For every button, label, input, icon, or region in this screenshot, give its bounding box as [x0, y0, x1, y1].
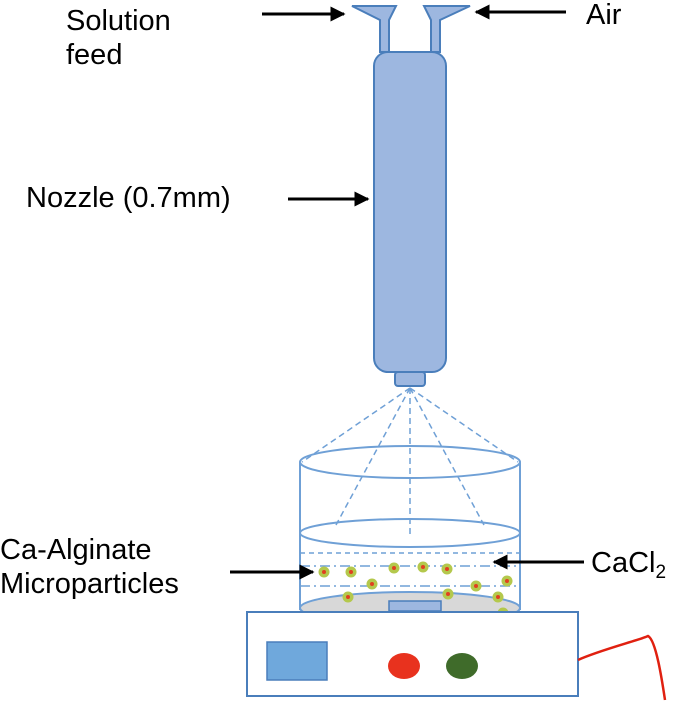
spray-cone — [301, 387, 519, 536]
microparticle — [501, 575, 513, 587]
cacl2-label-subscript: 2 — [655, 562, 667, 583]
nozzle-tip — [394, 371, 426, 387]
microparticles-label: Ca-Alginate Microparticles — [0, 533, 179, 601]
solution-feed-label: Solution feed — [66, 4, 171, 72]
microparticle — [417, 561, 429, 573]
nozzle-label: Nozzle (0.7mm) — [26, 182, 231, 214]
stirrer-display-panel — [266, 641, 328, 681]
power-cable — [577, 634, 667, 701]
microparticle — [388, 562, 400, 574]
microparticles-label-line2: Microparticles — [0, 568, 179, 600]
microparticles — [318, 561, 513, 619]
microparticle — [366, 578, 378, 590]
microparticle — [345, 566, 357, 578]
microparticle — [492, 591, 504, 603]
nozzle-body — [373, 51, 447, 373]
microparticle — [441, 563, 453, 575]
stirrer-red-knob — [388, 653, 420, 679]
cacl2-label-main: CaCl — [591, 547, 656, 579]
beaker — [299, 445, 521, 610]
label-arrows — [230, 4, 584, 580]
microparticle — [442, 588, 454, 600]
solution-inlet-funnel — [351, 5, 398, 53]
microparticle — [470, 580, 482, 592]
solution-feed-label-line2: feed — [66, 39, 123, 71]
air-inlet-funnel — [422, 5, 471, 53]
microparticle — [342, 591, 354, 603]
stirrer-green-knob — [446, 653, 478, 679]
solution-feed-label-line1: Solution — [66, 5, 171, 37]
cacl2-label: CaCl2 — [591, 546, 667, 583]
cacl2-solution — [300, 552, 520, 587]
microparticles-label-line1: Ca-Alginate — [0, 534, 152, 566]
air-label: Air — [586, 0, 622, 31]
magnetic-stir-bar — [388, 600, 442, 612]
microparticle — [318, 566, 330, 578]
